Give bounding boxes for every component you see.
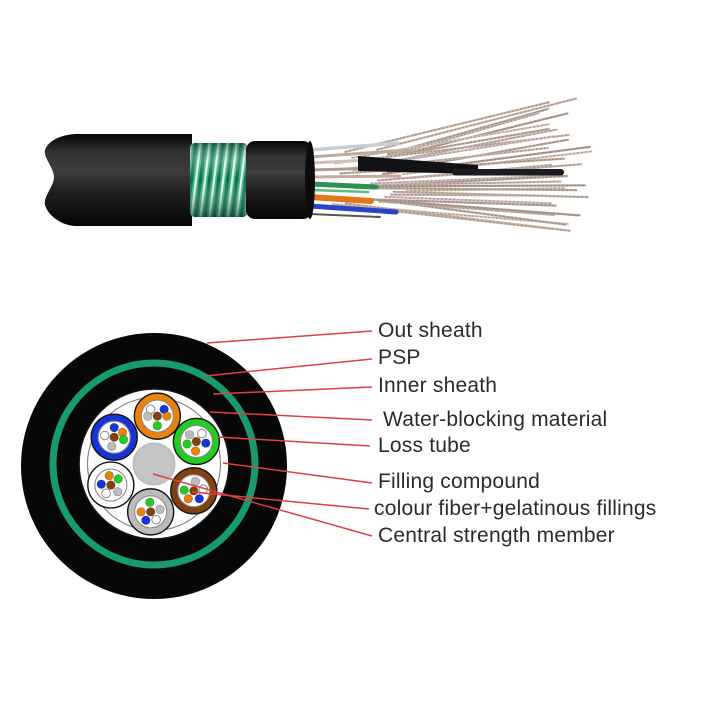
leader-inner-sheath [212, 386, 373, 395]
loose-tube-white [87, 461, 135, 509]
loose-tube-gray [126, 488, 175, 536]
fiber-dot-green [182, 439, 192, 449]
xs-central-strength-member [132, 442, 176, 486]
leader-out-sheath [206, 330, 373, 344]
strand-tan [308, 148, 410, 159]
photo-inner-sheath-edge [305, 141, 315, 219]
fan-fiber-strand [384, 195, 553, 205]
fan-fiber-speckle [393, 191, 589, 198]
photo-armor-psp [190, 143, 248, 217]
leader-psp [204, 358, 373, 377]
fan-fiber-speckle [344, 197, 556, 207]
strand-gray [308, 141, 400, 152]
fan-fiber-speckle [383, 112, 539, 159]
fan-fiber-strand [369, 174, 554, 185]
fiber-dot-blue [109, 422, 119, 433]
cross-section [21, 333, 287, 599]
fiber-dot-green [118, 435, 129, 445]
fiber-dot-blue [201, 438, 211, 448]
fiber-dot-blue [141, 515, 151, 525]
fiber-dot-blue [194, 494, 204, 504]
fiber-dot-brown [191, 436, 201, 447]
fiber-dot-white [151, 514, 161, 525]
photo-inner-sheath [246, 141, 312, 219]
fiber-dot-gray [107, 441, 117, 452]
fan-fiber-speckle [357, 180, 561, 187]
strand-tan [308, 174, 402, 179]
loose-tube-green [307, 181, 379, 190]
leader-loss-tube [217, 436, 371, 447]
fiber-dot-gray [155, 504, 165, 514]
fiber-dot-green [179, 485, 189, 495]
fan-fiber-speckle [354, 184, 585, 188]
central-strength-rod [358, 156, 564, 176]
fiber-dot-brown [106, 480, 116, 490]
label-inner-sheath: Inner sheath [378, 374, 498, 397]
xs-loose-tubes [87, 392, 221, 536]
fiber-dot-white [101, 488, 111, 499]
fan-fiber-strand [375, 97, 578, 151]
fiber-dot-green [145, 497, 155, 507]
fiber-dot-gray [113, 487, 123, 497]
photo-out-sheath [44, 134, 192, 226]
loose-tube-brown [170, 467, 218, 515]
fan-fiber-speckle [387, 108, 547, 155]
loose-tube-green-light [310, 188, 370, 194]
fiber-dot-orange [162, 411, 172, 421]
cable-photo [44, 97, 593, 232]
label-out-sheath: Out sheath [378, 319, 483, 342]
label-central-strength: Central strength member [378, 524, 615, 547]
fiber-dot-orange [183, 494, 193, 504]
fan-fiber-speckle [382, 146, 590, 175]
fiber-dot-orange [104, 470, 114, 481]
fiber-dot-green [113, 474, 123, 484]
fan-fiber-speckle [354, 187, 577, 191]
leader-filling-compound [222, 462, 373, 484]
fan-fiber-strand [399, 201, 567, 226]
fiber-dot-brown [146, 507, 156, 517]
label-psp: PSP [378, 346, 421, 369]
rod-thin [452, 169, 564, 176]
leader-central-strength [152, 473, 373, 537]
leader-lines [152, 330, 373, 537]
loose-tube-blue [307, 203, 399, 215]
loose-tube-green [172, 417, 221, 466]
fiber-dot-orange [136, 507, 146, 517]
fan-fiber-speckle [344, 101, 550, 153]
fiber-dot-blue [96, 479, 106, 489]
leader-water-blocking [209, 411, 373, 421]
leader-colour-fiber [191, 491, 370, 510]
fan-fiber-speckle [361, 198, 580, 216]
loose-tube-orange [307, 194, 374, 204]
fiber-dot-orange [190, 446, 201, 456]
label-water-blocking: Water-blocking material [383, 408, 608, 431]
strand-dark [309, 213, 381, 218]
xs-psp-ring [49, 359, 259, 569]
fiber-dot-brown [109, 432, 119, 442]
fiber-dot-white [197, 428, 207, 439]
armor-shading [190, 143, 248, 217]
fiber-dot-gray [143, 411, 153, 421]
label-loss-tube: Loss tube [378, 434, 471, 457]
fiber-dot-gray [184, 430, 195, 440]
label-filling-compound: Filling compound [378, 470, 540, 493]
fiber-dot-brown [152, 411, 162, 421]
label-colour-fiber: colour fiber+gelatinous fillings [374, 497, 657, 520]
fiber-dot-brown [189, 486, 199, 496]
fan-fiber-speckle [345, 202, 570, 232]
loose-tube-orange [133, 392, 182, 440]
fiber-dot-white [99, 430, 110, 441]
fiber-dot-green [152, 421, 162, 431]
rod-thick [358, 156, 478, 174]
fan-fiber-speckle [387, 139, 569, 173]
loose-tube-blue [90, 413, 138, 461]
